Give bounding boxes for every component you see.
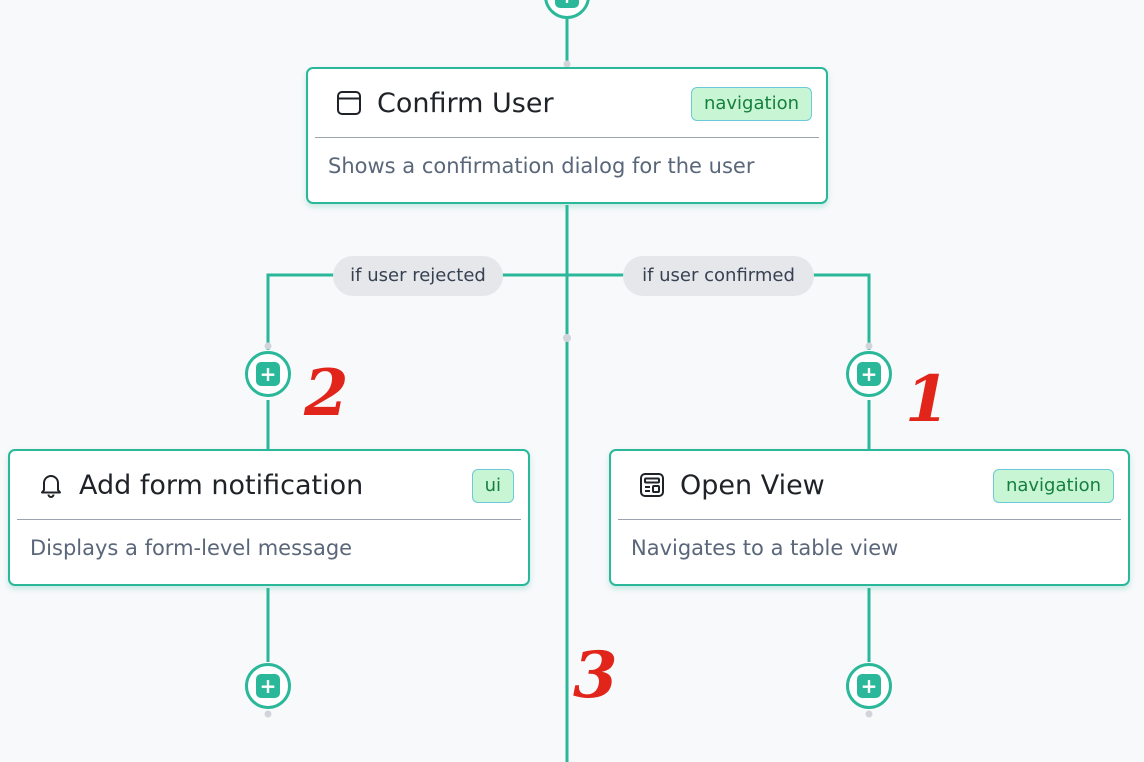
add-step-button-after-open-view[interactable]: + xyxy=(846,663,892,709)
node-description: Navigates to a table view xyxy=(631,536,899,560)
plus-icon: + xyxy=(857,674,881,698)
annotation-number-2: 2 xyxy=(304,356,349,431)
annotation-number-1: 1 xyxy=(905,362,950,437)
node-card-add-form-notification[interactable]: Add form notification ui Displays a form… xyxy=(8,449,530,586)
bell-icon xyxy=(37,471,65,499)
table-view-icon xyxy=(638,471,666,499)
node-title: Add form notification xyxy=(79,469,364,501)
add-step-button-after-notification[interactable]: + xyxy=(245,663,291,709)
annotation-number-3: 3 xyxy=(573,638,618,713)
add-step-button-rejected[interactable]: + xyxy=(245,351,291,397)
node-header: Confirm User navigation xyxy=(315,69,819,138)
branch-label-rejected: if user rejected xyxy=(333,256,503,296)
branch-label-confirmed: if user confirmed xyxy=(623,256,814,296)
window-icon xyxy=(335,89,363,117)
plus-icon: + xyxy=(256,674,280,698)
add-step-button-top[interactable]: + xyxy=(544,0,590,19)
connector-dot-trunk xyxy=(563,334,571,342)
category-badge: navigation xyxy=(992,469,1114,503)
plus-icon: + xyxy=(555,0,579,8)
category-badge: navigation xyxy=(690,87,812,121)
node-title: Confirm User xyxy=(377,87,554,119)
connector-dot-left-lower xyxy=(264,710,272,718)
node-header: Open View navigation xyxy=(618,451,1121,520)
node-card-confirm-user[interactable]: Confirm User navigation Shows a confirma… xyxy=(306,67,828,204)
node-description: Displays a form-level message xyxy=(30,536,353,560)
connector-dot-left-upper xyxy=(264,342,272,350)
node-description: Shows a confirmation dialog for the user xyxy=(328,154,755,178)
node-title: Open View xyxy=(680,469,825,501)
plus-icon: + xyxy=(857,362,881,386)
category-badge: ui xyxy=(471,469,514,503)
node-card-open-view[interactable]: Open View navigation Navigates to a tabl… xyxy=(609,449,1130,586)
add-step-button-confirmed[interactable]: + xyxy=(846,351,892,397)
plus-icon: + xyxy=(256,362,280,386)
node-header: Add form notification ui xyxy=(17,451,521,520)
connector-dot-right-lower xyxy=(865,710,873,718)
connector-dot-right-upper xyxy=(865,342,873,350)
